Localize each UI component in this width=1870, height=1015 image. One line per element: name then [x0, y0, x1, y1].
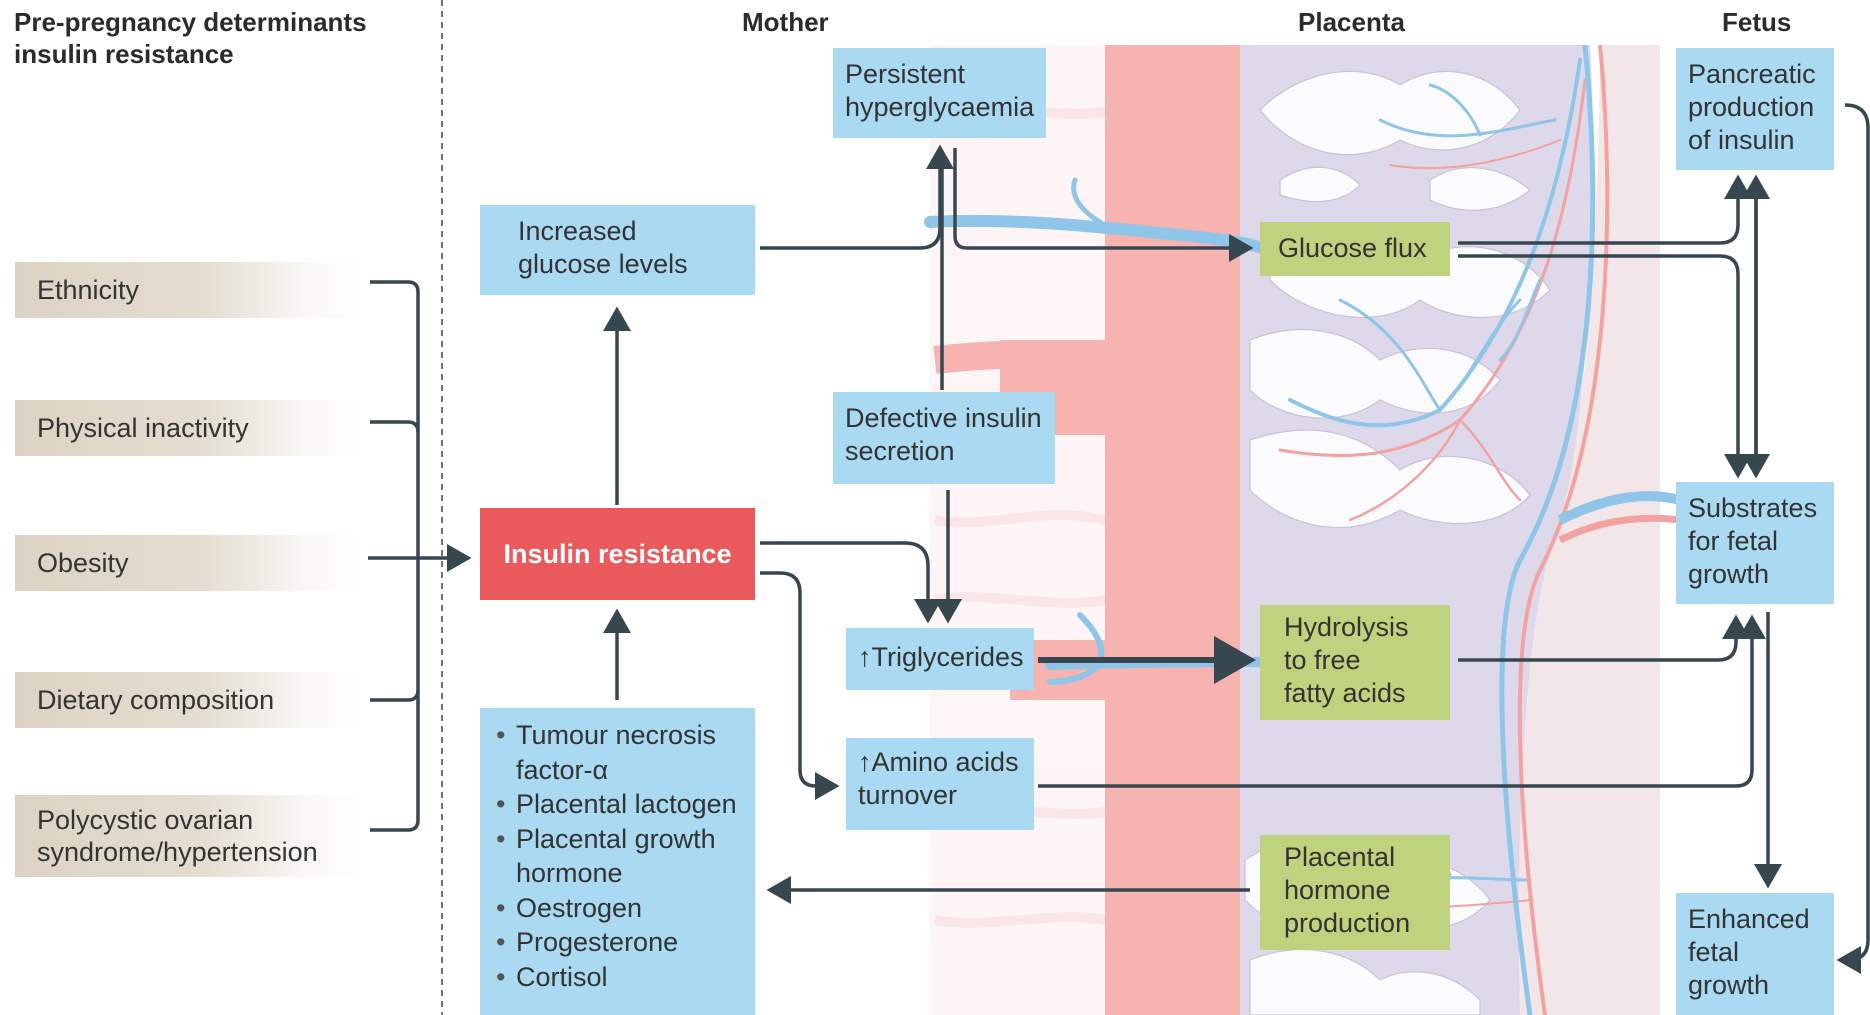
factor-placental-growth-hormone: Placental growth hormone — [494, 822, 745, 891]
determinant-dietary-composition: Dietary composition — [15, 672, 360, 728]
box-insulin-resistance: Insulin resistance — [480, 508, 755, 600]
header-mother: Mother — [742, 6, 829, 38]
box-increased-glucose: Increased glucose levels — [480, 205, 755, 295]
box-placental-hormone: Placental hormone production — [1260, 835, 1450, 950]
bracket-tick-inactivity — [370, 422, 418, 432]
factor-tnf-alpha: Tumour necrosis factor-α — [494, 718, 745, 787]
arrow-to-glucose-flux — [955, 148, 1250, 248]
arrow-ir-to-triglycerides — [760, 543, 928, 620]
box-persistent-hyperglycaemia: Persistent hyperglycaemia — [833, 48, 1046, 138]
header-fetus: Fetus — [1722, 6, 1791, 38]
determinant-pcos-hypertension: Polycystic ovarian syndrome/hypertension — [15, 795, 360, 877]
box-placental-factors: Tumour necrosis factor-α Placental lacto… — [480, 708, 755, 1015]
box-amino-acids: ↑Amino acids turnover — [846, 738, 1034, 830]
box-pancreatic-insulin: Pancreatic production of insulin — [1676, 48, 1834, 170]
arrow-ir-to-amino — [760, 573, 836, 786]
box-hydrolysis: Hydrolysis to free fatty acids — [1260, 605, 1450, 720]
factor-progesterone: Progesterone — [494, 925, 745, 960]
arrow-hydrolysis-to-substrates — [1458, 618, 1736, 660]
arrow-flux-to-substrates — [1458, 256, 1738, 475]
arrow-flux-to-pancreatic — [1458, 178, 1738, 243]
bracket-tick-diet — [370, 690, 418, 700]
factor-oestrogen: Oestrogen — [494, 891, 745, 926]
box-enhanced-growth: Enhanced fetal growth — [1676, 893, 1834, 1015]
header-pre-pregnancy: Pre-pregnancy determinants insulin resis… — [14, 6, 367, 70]
box-triglycerides: ↑Triglycerides — [846, 628, 1034, 690]
box-glucose-flux: Glucose flux — [1260, 222, 1450, 276]
arrow-glucose-to-hyperglycaemia — [760, 148, 940, 248]
factor-placental-lactogen: Placental lactogen — [494, 787, 745, 822]
header-placenta: Placenta — [1298, 6, 1405, 38]
determinant-ethnicity: Ethnicity — [15, 262, 360, 318]
factor-cortisol: Cortisol — [494, 960, 745, 995]
determinants-bracket — [370, 282, 418, 830]
box-defective-insulin: Defective insulin secretion — [833, 392, 1055, 484]
determinant-obesity: Obesity — [15, 535, 360, 591]
arrow-pancreatic-to-enhanced — [1840, 105, 1868, 960]
determinant-physical-inactivity: Physical inactivity — [15, 400, 360, 456]
box-substrates: Substrates for fetal growth — [1676, 482, 1834, 604]
